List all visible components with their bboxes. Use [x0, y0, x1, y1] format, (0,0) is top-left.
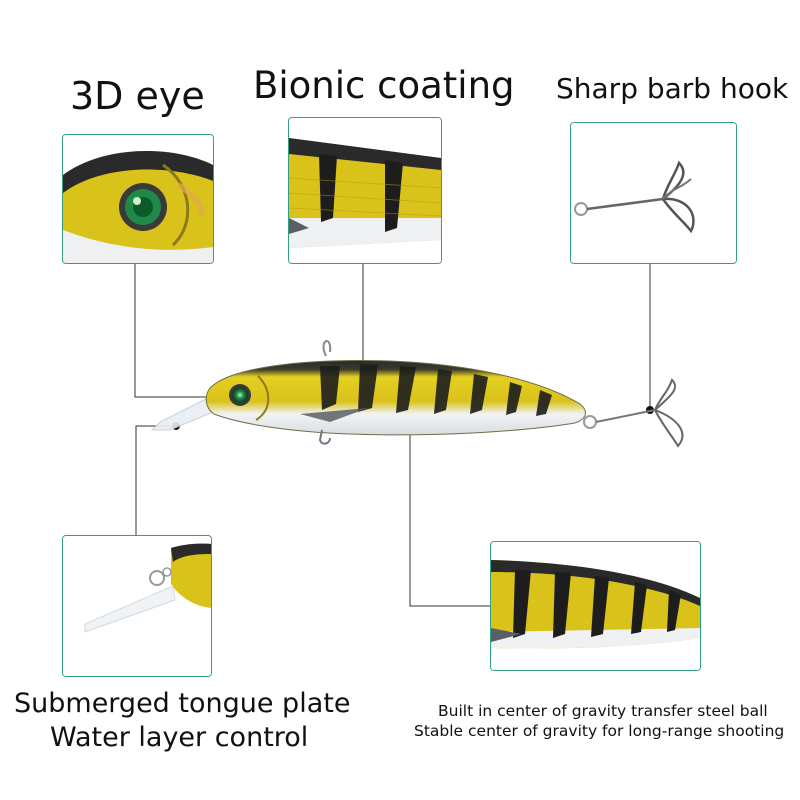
ball-detail-panel [490, 541, 701, 671]
body-closeup-image [491, 542, 700, 670]
tongue-label-line2: Water layer control [50, 722, 309, 753]
coating-label: Bionic coating [253, 64, 515, 107]
ball-label-line1: Built in center of gravity transfer stee… [438, 702, 768, 720]
tongue-detail-panel [62, 535, 212, 677]
hook-detail-panel [570, 122, 737, 264]
ball-label-line2: Stable center of gravity for long-range … [414, 722, 785, 740]
tongue-label-line1: Submerged tongue plate [14, 688, 351, 719]
tongue-closeup-image [63, 536, 211, 676]
coating-detail-panel [288, 117, 442, 264]
eye-detail-panel [62, 134, 214, 264]
eye-label: 3D eye [70, 74, 205, 118]
eye-closeup-image [63, 135, 213, 263]
hook-label: Sharp barb hook [556, 72, 789, 105]
hook-closeup-image [571, 123, 736, 263]
callout-dots [172, 393, 654, 430]
coating-closeup-image [289, 118, 441, 263]
